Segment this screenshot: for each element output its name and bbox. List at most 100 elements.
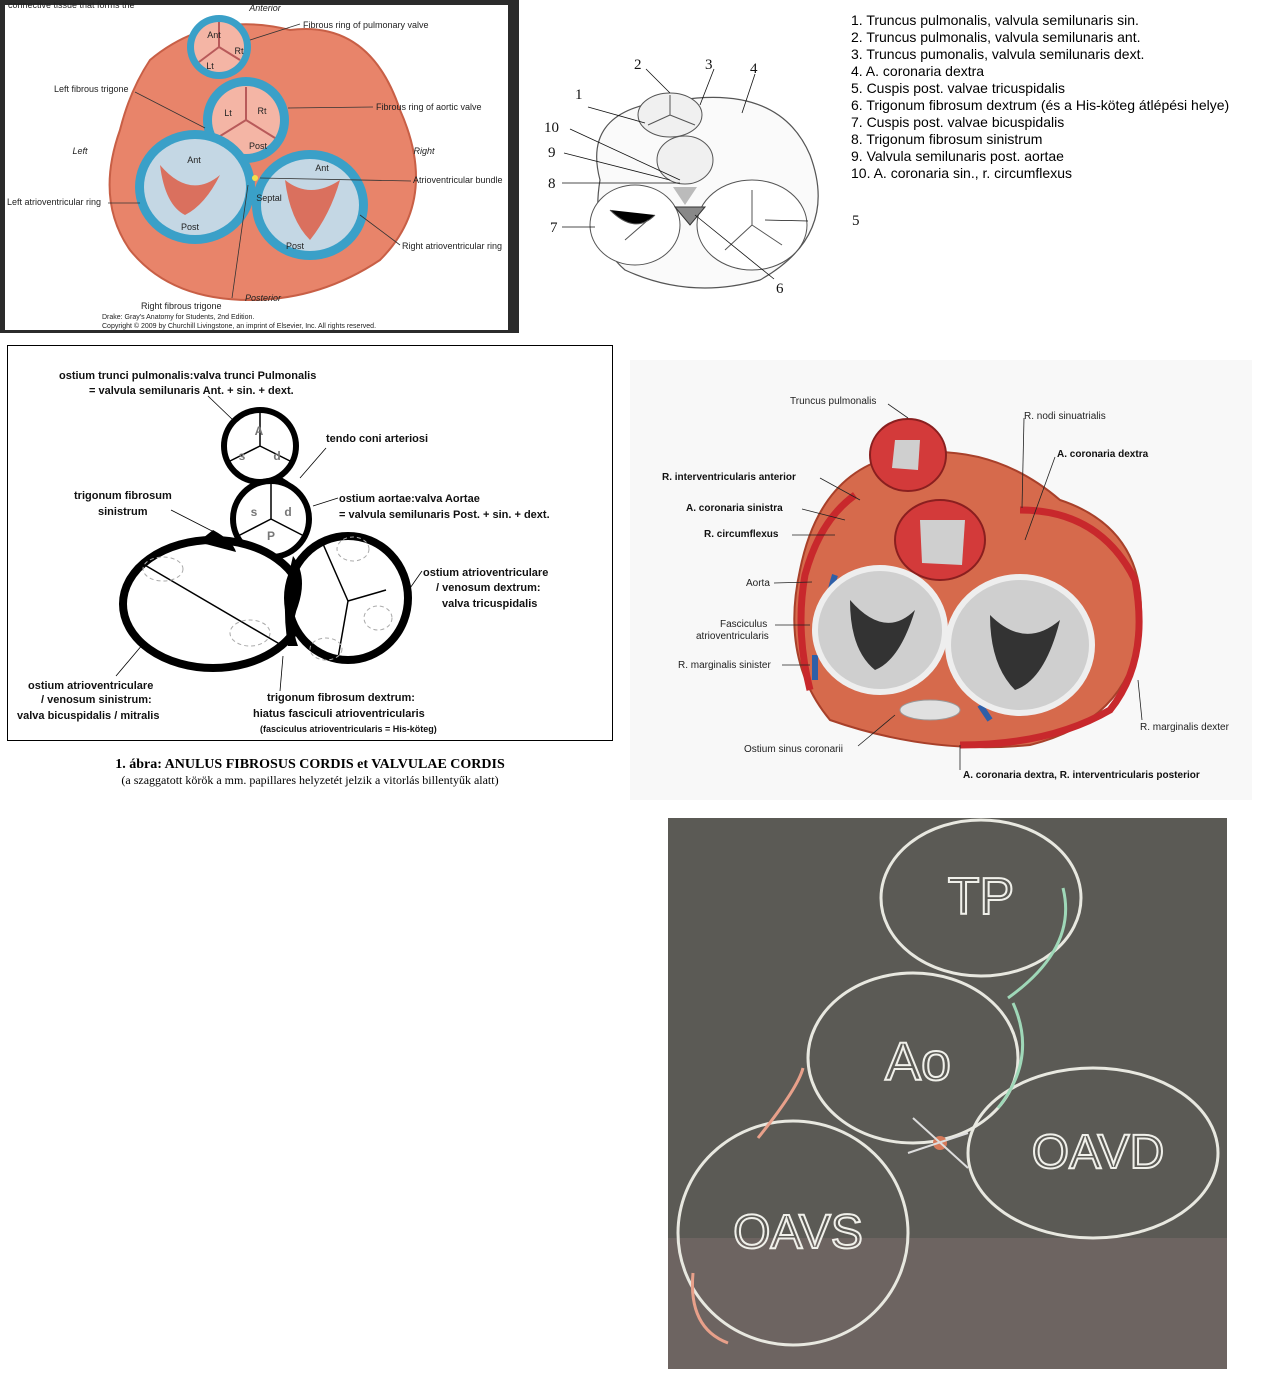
grays-panel: connective tissue that forms the Anterio… — [0, 0, 519, 333]
tri-post: Post — [286, 241, 305, 251]
label-left-av-ring: Left atrioventricular ring — [7, 197, 101, 207]
label-right-trigone: Right fibrous trigone — [141, 301, 222, 311]
credit-2: Copyright © 2009 by Churchill Livingston… — [102, 322, 376, 330]
caption-title: 1. ábra: ANULUS FIBROSUS CORDIS et VALVU… — [115, 757, 505, 772]
posterior-label: Posterior — [245, 293, 282, 303]
schema-avs-2: / venosum sinistrum: — [41, 694, 152, 706]
schema-letter-s1: s — [239, 449, 246, 463]
label-fibrous-ring-pulm: Fibrous ring of pulmonary valve — [303, 20, 429, 30]
cor-fasc-2: atrioventricularis — [696, 631, 769, 642]
aortic-lt: Lt — [224, 108, 232, 118]
legend-item: 2. Truncus pulmonalis, valvula semilunar… — [851, 29, 1141, 45]
av-bundle-dot — [252, 175, 258, 181]
schema-aorta-1: ostium aortae:valva Aortae — [339, 493, 480, 505]
schema-letter-s2: s — [251, 505, 258, 519]
chalk-tp-circle — [879, 818, 1083, 978]
caption-subtitle: (a szaggatott körök a mm. papillares hel… — [121, 773, 499, 787]
sketch-num-10: 10 — [544, 120, 559, 136]
cor-interv-ant: R. interventricularis anterior — [662, 472, 796, 483]
figure-caption: 1. ábra: ANULUS FIBROSUS CORDIS et VALVU… — [7, 757, 613, 788]
chalkboard-figure: TP Ao OAVD OAVS — [668, 818, 1227, 1369]
schema-avd-3: valva tricuspidalis — [442, 598, 537, 610]
chalk-oavs: OAVS — [733, 1206, 863, 1259]
schema-letter-d1: d — [273, 449, 280, 463]
schema-trig-dex-1: trigonum fibrosum dextrum: — [267, 692, 415, 704]
schema-trigone-right — [284, 556, 302, 646]
legend-item: 5. Cuspis post. valvae tricuspidalis — [851, 80, 1065, 96]
sketch-panel: 1 2 3 4 5 6 7 8 9 10 — [530, 45, 870, 300]
legend-item: 10. A. coronaria sin., r. circumflexus — [851, 165, 1072, 181]
schema-pulm-title-1: ostium trunci pulmonalis:valva trunci Pu… — [59, 370, 316, 382]
schema-pulm-title-2: = valvula semilunaris Ant. + sin. + dext… — [89, 385, 294, 397]
chalk-ao-circle — [806, 971, 1020, 1145]
legend-item: 8. Trigonum fibrosum sinistrum — [851, 131, 1043, 147]
schema-aorta-2: = valvula semilunaris Post. + sin. + dex… — [339, 509, 550, 521]
schema-avd-2: / venosum dextrum: — [436, 582, 541, 594]
schema-letter-P: P — [267, 529, 275, 543]
grays-figure: connective tissue that forms the Anterio… — [5, 0, 508, 330]
tri-septal: Septal — [256, 193, 282, 203]
sketch-figure: 1 2 3 4 5 6 7 8 9 10 — [544, 57, 860, 297]
mitral-ant: Ant — [187, 155, 201, 165]
cor-fasc-1: Fasciculus — [720, 619, 767, 630]
schema-panel: A s d s d P ostium trunci pulmonalis:val… — [7, 345, 613, 741]
coronary-panel: Truncus pulmonalis R. nodi sinuatrialis … — [630, 360, 1252, 800]
right-label: Right — [413, 146, 435, 156]
pulm-ant: Ant — [207, 30, 221, 40]
schema-trig-dex-2: hiatus fasciculi atrioventricularis — [253, 708, 425, 720]
sketch-legend: 1. Truncus pulmonalis, valvula semilunar… — [851, 12, 1266, 182]
sketch-num-6: 6 — [776, 281, 784, 297]
mitral-post: Post — [181, 222, 200, 232]
coronary-right-artery — [959, 506, 1143, 749]
sketch-num-8: 8 — [548, 176, 556, 192]
tri-ant: Ant — [315, 163, 329, 173]
label-right-av-ring: Right atrioventricular ring — [402, 241, 502, 251]
chalkboard-panel: TP Ao OAVD OAVS — [668, 818, 1227, 1369]
grays-top-text: connective tissue that forms the — [8, 0, 135, 10]
left-label: Left — [72, 146, 88, 156]
chalk-tp: TP — [948, 868, 1014, 926]
schema-trig-sin-1: trigonum fibrosum — [74, 490, 172, 502]
schema-tricuspid — [284, 532, 412, 664]
pulm-rt: Rt — [235, 46, 244, 56]
schema-figure: A s d s d P ostium trunci pulmonalis:val… — [17, 370, 550, 734]
sketch-num-5: 5 — [852, 213, 860, 229]
legend-item: 6. Trigonum fibrosum dextrum (és a His-k… — [851, 97, 1230, 113]
coronary-figure: Truncus pulmonalis R. nodi sinuatrialis … — [662, 396, 1230, 781]
cor-circumflex: R. circumflexus — [704, 529, 779, 540]
schema-trigone-left — [198, 530, 236, 552]
chalk-oavd-circle — [966, 1066, 1220, 1240]
cor-truncus: Truncus pulmonalis — [790, 396, 876, 407]
legend-item: 7. Cuspis post. valvae bicuspidalis — [851, 114, 1065, 130]
legend-item: 4. A. coronaria dextra — [851, 63, 985, 79]
chalk-ao: Ao — [885, 1032, 951, 1092]
sketch-num-1: 1 — [575, 87, 583, 103]
schema-avd-1: ostium atrioventriculare — [423, 567, 548, 579]
label-left-trigone: Left fibrous trigone — [54, 84, 129, 94]
schema-letter-d2: d — [284, 505, 291, 519]
sketch-num-7: 7 — [550, 220, 558, 236]
anterior-label: Anterior — [248, 3, 282, 13]
aortic-rt: Rt — [258, 106, 267, 116]
cor-sinus: Ostium sinus coronarii — [744, 744, 843, 755]
label-av-bundle: Atrioventricular bundle — [413, 175, 503, 185]
schema-mitral — [119, 536, 307, 672]
sketch-num-9: 9 — [548, 145, 556, 161]
cor-marg-dex: R. marginalis dexter — [1140, 722, 1230, 733]
legend-item: 9. Valvula semilunaris post. aortae — [851, 148, 1064, 164]
credit-1: Drake: Gray's Anatomy for Students, 2nd … — [102, 314, 254, 321]
schema-avs-1: ostium atrioventriculare — [28, 680, 153, 692]
schema-avs-3: valva bicuspidalis / mitralis — [17, 710, 159, 722]
pulm-lt: Lt — [206, 61, 214, 71]
cor-aorta: Aorta — [746, 578, 770, 589]
sketch-num-3: 3 — [705, 57, 713, 73]
schema-trig-dex-3: (fasciculus atrioventricularis = His-köt… — [260, 724, 437, 734]
sketch-num-4: 4 — [750, 61, 758, 77]
coronary-left-artery — [797, 492, 858, 691]
chalk-oavs-circle — [676, 1119, 910, 1347]
cor-nodi: R. nodi sinuatrialis — [1024, 411, 1106, 422]
label-fibrous-ring-aortic: Fibrous ring of aortic valve — [376, 102, 482, 112]
cor-sinistra: A. coronaria sinistra — [686, 503, 783, 514]
legend-item: 1. Truncus pulmonalis, valvula semilunar… — [851, 12, 1139, 28]
sketch-num-2: 2 — [634, 57, 642, 73]
